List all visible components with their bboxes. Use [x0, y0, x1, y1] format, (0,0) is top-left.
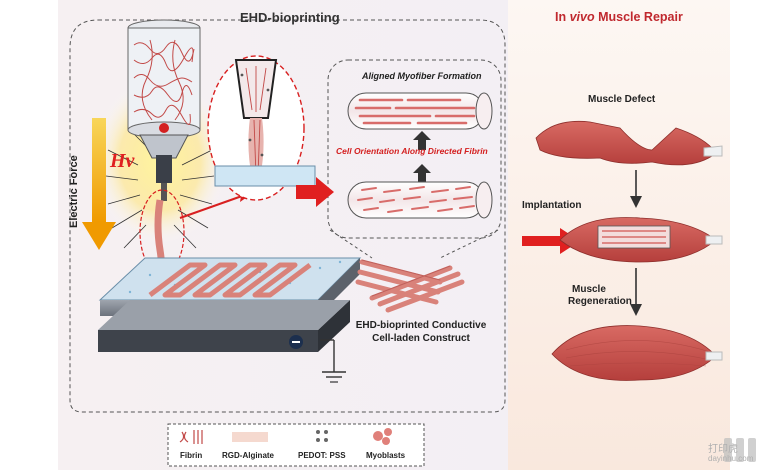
up-arrow-1 — [413, 131, 431, 150]
ehd-bioprinting-title: EHD-bioprinting — [240, 10, 340, 25]
legend-pedot-pss-label: PEDOT: PSS — [298, 451, 346, 460]
myofiber-frame — [327, 59, 502, 239]
construct-label-line1: EHD-bioprinted Conductive — [355, 320, 487, 331]
regeneration-label-line2: Regeneration — [568, 296, 632, 307]
construct-label-line2: Cell-laden Construct — [372, 333, 470, 344]
legend-fibrin-label: Fibrin — [180, 451, 203, 460]
printing-substrate — [98, 165, 362, 383]
fibrin-legend-icon — [179, 430, 203, 444]
zoom-line-right — [439, 229, 499, 259]
watermark-logo — [724, 438, 756, 462]
voltage-symbol: Hv — [110, 150, 135, 172]
electric-force-arrow-head — [82, 222, 116, 250]
tendon-bottom — [705, 351, 723, 361]
pedot-pss-legend-dots — [316, 430, 328, 442]
myoblasts-legend-icon — [373, 428, 392, 445]
legend-box — [167, 423, 425, 467]
implantation-label: Implantation — [522, 200, 582, 211]
rgd-alginate-legend-swatch — [232, 432, 268, 442]
in-vivo-title: In vivo Muscle Repair — [555, 10, 683, 24]
cell-orientation-label: Cell Orientation Along Directed Fibrin — [336, 146, 488, 156]
aligned-myofiber-label: Aligned Myofiber Formation — [362, 71, 482, 81]
down-arrow-2-head — [630, 304, 642, 316]
woven-construct — [355, 259, 465, 313]
up-arrow-2 — [413, 164, 431, 183]
watermark-url: dayinhu.com — [708, 454, 754, 463]
syringe — [127, 19, 201, 201]
ehd-frame — [69, 19, 506, 413]
implantation-arrow — [522, 228, 580, 254]
watermark-brand: 打印虎 — [708, 444, 738, 455]
in-vivo-title-post: Muscle Repair — [594, 10, 683, 24]
in-vivo-title-italic: vivo — [569, 10, 595, 24]
fibrin-tube — [347, 181, 493, 219]
regenerated-muscle-striations — [565, 340, 711, 367]
tendon-top — [703, 145, 723, 157]
electric-force-label: Electric Force — [68, 155, 80, 228]
legend-rgd-alginate-label: RGD-Alginate — [222, 451, 274, 460]
in-vivo-title-pre: In — [555, 10, 570, 24]
electric-force-arrow-shaft — [92, 118, 106, 222]
aligned-myofiber-tube — [347, 92, 493, 130]
legend-myoblasts-label: Myoblasts — [366, 451, 406, 460]
down-arrow-1-head — [630, 196, 642, 208]
zoom-arrow-line — [179, 195, 243, 219]
tendon-mid — [705, 235, 723, 245]
muscle-defect-label: Muscle Defect — [588, 94, 656, 105]
regeneration-label-line1: Muscle — [572, 284, 606, 295]
implanted-graft-fibers — [602, 230, 666, 244]
nozzle-zoom-content — [234, 59, 278, 178]
to-myofiber-arrow — [296, 177, 334, 207]
zoom-line-left — [329, 229, 373, 259]
